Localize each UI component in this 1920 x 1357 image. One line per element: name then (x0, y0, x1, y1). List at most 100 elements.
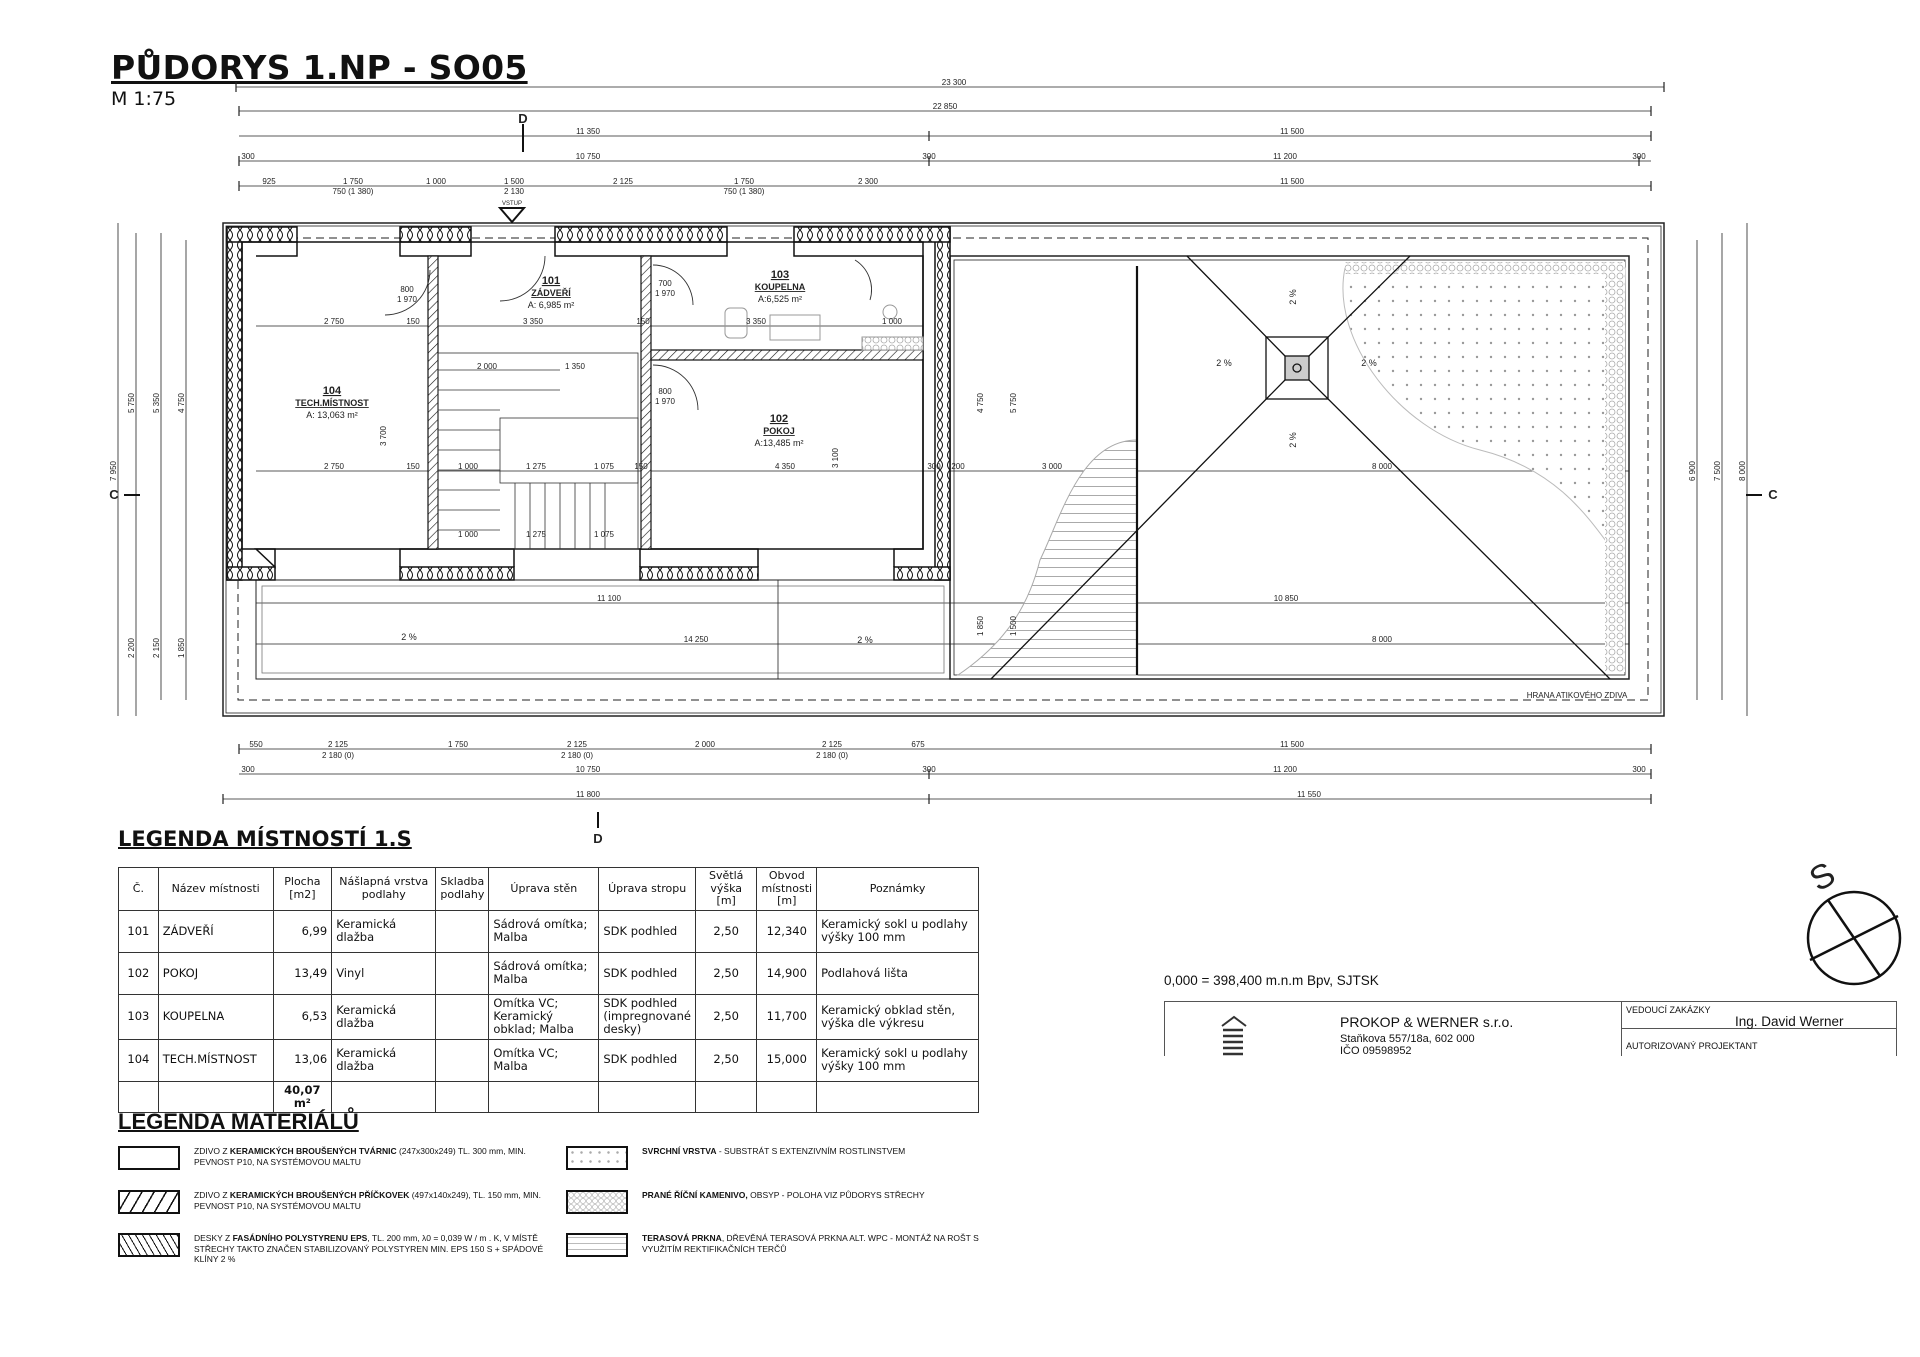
dimension-label: 11 800 (576, 790, 600, 799)
column-header: Č. (118, 867, 159, 911)
table-cell: 13,06 (272, 1038, 333, 1082)
total-row: 40,07 m² (118, 1080, 979, 1114)
designer-label: AUTORIZOVANÝ PROJEKTANT (1626, 1041, 1758, 1051)
table-cell: 14,900 (756, 951, 818, 995)
dimension-label: 7 950 (109, 460, 118, 481)
table-cell: Keramický sokl u podlahy výšky 100 mm (816, 1038, 979, 1082)
section-mark: C (1768, 487, 1778, 502)
room-number: 103 (771, 269, 789, 281)
dimension-label: 3 000 (1042, 462, 1063, 471)
dimension-label: 300 (1632, 765, 1646, 774)
dimension-label: 5 350 (152, 392, 161, 413)
section-lines (124, 124, 1762, 828)
column-header: Nášlapná vrstva podlahy (331, 867, 437, 911)
dimension-label: 3 700 (379, 425, 388, 446)
material-swatch-icon (566, 1146, 628, 1170)
material-legend-item: TERASOVÁ PRKNA, DŘEVĚNÁ TERASOVÁ PRKNA A… (566, 1233, 1006, 1257)
column-header: Světlá výška [m] (694, 867, 758, 911)
table-cell: Omítka VC; Malba (488, 1038, 600, 1082)
table-cell: Podlahová lišta (816, 951, 979, 995)
dimension-label: 1 275 (526, 530, 547, 539)
company-name: PROKOP & WERNER s.r.o. (1340, 1014, 1514, 1030)
dimension-label: 700 (658, 279, 672, 288)
dimension-label: 8 000 (1372, 635, 1393, 644)
slope-label: 2 % (401, 632, 417, 642)
material-text-post: OBSYP - POLOHA VIZ PŮDORYS STŘECHY (747, 1190, 925, 1200)
room-number: 104 (323, 385, 342, 397)
table-cell: SDK podhled (598, 1038, 696, 1082)
section-mark: D (593, 831, 602, 846)
table-cell: Vinyl (331, 951, 437, 995)
room-area: A:13,485 m² (754, 438, 803, 448)
drawing-title: PŮDORYS 1.NP - SO05 (111, 48, 528, 87)
dimension-label: 1 750 (734, 177, 755, 186)
table-cell (435, 909, 490, 953)
column-header: Název místnosti (157, 867, 274, 911)
table-cell: KOUPELNA (157, 993, 274, 1040)
dimension-label: 300 (1632, 152, 1646, 161)
material-swatch-icon (566, 1190, 628, 1214)
table-cell: Keramický obklad stěn, výška dle výkresu (816, 993, 979, 1040)
dimension-label: 1 500 (1009, 615, 1018, 636)
material-text-bold: KERAMICKÝCH BROUŠENÝCH TVÁRNIC (229, 1146, 397, 1156)
dimension-label: 11 550 (1297, 790, 1321, 799)
dimension-label: 2 125 (328, 740, 349, 749)
dimension-label: 6 900 (1688, 460, 1697, 481)
dimension-label: 14 250 (684, 635, 709, 644)
table-cell: 2,50 (694, 993, 758, 1040)
slope-label: 2 % (1361, 358, 1377, 368)
table-cell: SDK podhled (598, 951, 696, 995)
column-header: Úprava stropu (598, 867, 696, 911)
column-header: Skladba podlahy (435, 867, 490, 911)
room-name: ZÁDVEŘÍ (531, 287, 571, 298)
entrance-label: VSTUP (502, 201, 522, 207)
table-cell (435, 993, 490, 1040)
material-text-post: , DŘEVĚNÁ TERASOVÁ PRKNA ALT. WPC - MONT… (642, 1233, 979, 1254)
drawing-scale: M 1:75 (111, 88, 177, 110)
dimension-label: 2 125 (613, 177, 634, 186)
dimension-label: 11 500 (1280, 127, 1304, 136)
dimension-label: 4 750 (976, 392, 985, 413)
table-cell: 2,50 (694, 909, 758, 953)
dimension-label: 2 300 (858, 177, 879, 186)
dimension-label: 150 (406, 462, 420, 471)
table-cell: 6,53 (272, 993, 333, 1040)
dimension-label: 750 (1 380) (333, 187, 374, 196)
empty-cell (756, 1080, 818, 1114)
title-block: PROKOP & WERNER s.r.o. Staňkova 557/18a,… (1164, 1001, 1897, 1056)
dimension-lines (117, 82, 1748, 804)
room-area: A: 6,985 m² (528, 300, 575, 310)
exterior-walls (226, 226, 951, 581)
dimension-label: 1 850 (177, 637, 186, 658)
material-text-bold: SVRCHNÍ VRSTVA (642, 1146, 717, 1156)
dimension-label: 1 000 (458, 530, 479, 539)
elevation-note: 0,000 = 398,400 m.n.m Bpv, SJTSK (1164, 973, 1379, 988)
table-cell (435, 951, 490, 995)
room-number: 101 (542, 275, 560, 287)
table-cell: 101 (118, 909, 159, 953)
dimension-label: 10 750 (576, 152, 601, 161)
dimension-label: 2 750 (324, 317, 345, 326)
dimension-label: 2 180 (0) (561, 751, 593, 760)
dimension-label: 2 750 (324, 462, 345, 471)
dimension-label: 1 000 (882, 317, 903, 326)
dimension-label: 8 000 (1372, 462, 1393, 471)
north-arrow-icon (1806, 890, 1902, 986)
slope-label: 2 % (857, 635, 873, 645)
dimension-label: 2 125 (567, 740, 588, 749)
dimension-label: 150 (406, 317, 420, 326)
empty-cell (118, 1080, 159, 1114)
material-text-post: - SUBSTRÁT S EXTENZIVNÍM ROSTLINSTVEM (716, 1146, 906, 1156)
dimension-label: 4 350 (775, 462, 796, 471)
table-cell: 13,49 (272, 951, 333, 995)
dimension-label: 11 200 (1273, 152, 1297, 161)
dimension-label: 11 350 (576, 127, 600, 136)
dimension-label: 11 200 (1273, 765, 1297, 774)
table-cell: 12,340 (756, 909, 818, 953)
dimension-label: 3 100 (831, 447, 840, 468)
table-cell: Omítka VC; Keramický obklad; Malba (488, 993, 600, 1040)
dimension-label: 3 350 (746, 317, 767, 326)
dimension-label: 1 850 (976, 615, 985, 636)
table-cell: SDK podhled (impregnované desky) (598, 993, 696, 1040)
material-swatch-icon (118, 1146, 180, 1170)
